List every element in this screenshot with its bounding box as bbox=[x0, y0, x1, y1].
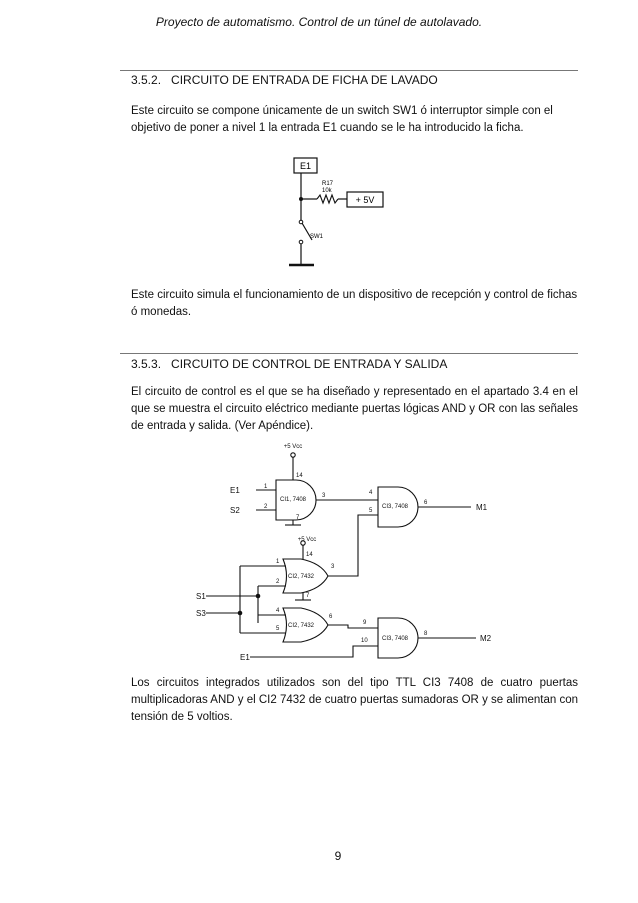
e1-label: E1 bbox=[300, 161, 311, 171]
paragraph: El circuito de control es el que se ha d… bbox=[131, 386, 578, 432]
output-label-m2: M2 bbox=[480, 634, 492, 643]
section-heading-3-5-2: 3.5.2. CIRCUITO DE ENTRADA DE FICHA DE L… bbox=[131, 73, 438, 87]
switch-sw1 bbox=[301, 222, 313, 241]
pin-label: 7 bbox=[306, 593, 310, 599]
page-header: Proyecto de automatismo. Control de un t… bbox=[155, 15, 483, 29]
pin-label: 7 bbox=[296, 515, 300, 521]
pin-label: 5 bbox=[276, 626, 280, 632]
gate-label: CI1, 7408 bbox=[280, 497, 307, 503]
junction-dot bbox=[237, 610, 243, 616]
page-number: 9 bbox=[334, 849, 342, 863]
section-rule bbox=[120, 353, 578, 354]
pin-label: 5 bbox=[369, 508, 373, 514]
input-label-e1: E1 bbox=[240, 653, 250, 662]
supply-label: + 5V bbox=[356, 195, 375, 205]
section-number: 3.5.2. bbox=[131, 73, 162, 87]
r17-value: 10k bbox=[322, 188, 333, 194]
paragraph: Los circuitos integrados utilizados son … bbox=[131, 677, 578, 723]
pin-label: 6 bbox=[424, 500, 428, 506]
output-label-m1: M1 bbox=[476, 503, 488, 512]
section-title: CIRCUITO DE ENTRADA DE FICHA DE LAVADO bbox=[171, 73, 438, 87]
switch-circuit-diagram: E1 R17 10k + 5V SW1 bbox=[289, 157, 384, 267]
pin-label: 4 bbox=[276, 608, 280, 614]
section-rule bbox=[120, 70, 578, 71]
junction-dot bbox=[255, 593, 261, 599]
gate-label: CI2, 7432 bbox=[288, 574, 315, 580]
pin-label: 10 bbox=[361, 638, 368, 644]
pin-label: 1 bbox=[264, 484, 268, 490]
gate-label: CI3, 7408 bbox=[382, 636, 409, 642]
pin-label: 14 bbox=[306, 552, 313, 558]
pin-label: 2 bbox=[264, 504, 268, 510]
input-label-s1: S1 bbox=[196, 592, 206, 601]
vcc-label: +5 Vcc bbox=[298, 537, 317, 543]
gate-label: CI2, 7432 bbox=[288, 623, 315, 629]
pin-label: 8 bbox=[424, 631, 428, 637]
and-gate-2 bbox=[377, 486, 419, 528]
sw1-label: SW1 bbox=[310, 234, 324, 240]
r17-label: R17 bbox=[322, 181, 334, 187]
vcc-label: +5 Vcc bbox=[284, 444, 303, 450]
pin-label: 14 bbox=[296, 473, 303, 479]
section-number: 3.5.3. bbox=[131, 357, 162, 371]
or-gate-2 bbox=[282, 607, 329, 643]
pin-label: 4 bbox=[369, 490, 373, 496]
paragraph: Este circuito se compone únicamente de u… bbox=[131, 105, 553, 134]
section-title: CIRCUITO DE CONTROL DE ENTRADA Y SALIDA bbox=[171, 357, 448, 371]
input-label-s2: S2 bbox=[230, 506, 240, 515]
pin-label: 3 bbox=[322, 493, 326, 499]
and-gate-3 bbox=[377, 617, 419, 659]
resistor-r17 bbox=[316, 193, 339, 205]
input-label-s3: S3 bbox=[196, 609, 206, 618]
and-gate-1 bbox=[275, 479, 317, 521]
logic-gate-diagram: +5 Vcc 14 7 CI1, 7408 CI3, 7408 CI3, 740… bbox=[196, 444, 492, 662]
or-gate-1 bbox=[282, 558, 329, 594]
e1-box bbox=[293, 157, 318, 174]
pin-label: 6 bbox=[329, 614, 333, 620]
supply-box bbox=[346, 191, 384, 208]
section-heading-3-5-3: 3.5.3. CIRCUITO DE CONTROL DE ENTRADA Y … bbox=[131, 357, 447, 371]
gate-label: CI3, 7408 bbox=[382, 504, 409, 510]
pin-label: 1 bbox=[276, 559, 280, 565]
input-label-e1: E1 bbox=[230, 486, 240, 495]
paragraph: Este circuito simula el funcionamiento d… bbox=[131, 289, 578, 318]
pin-label: 3 bbox=[331, 564, 335, 570]
pin-label: 2 bbox=[276, 579, 280, 585]
pin-label: 9 bbox=[363, 620, 367, 626]
